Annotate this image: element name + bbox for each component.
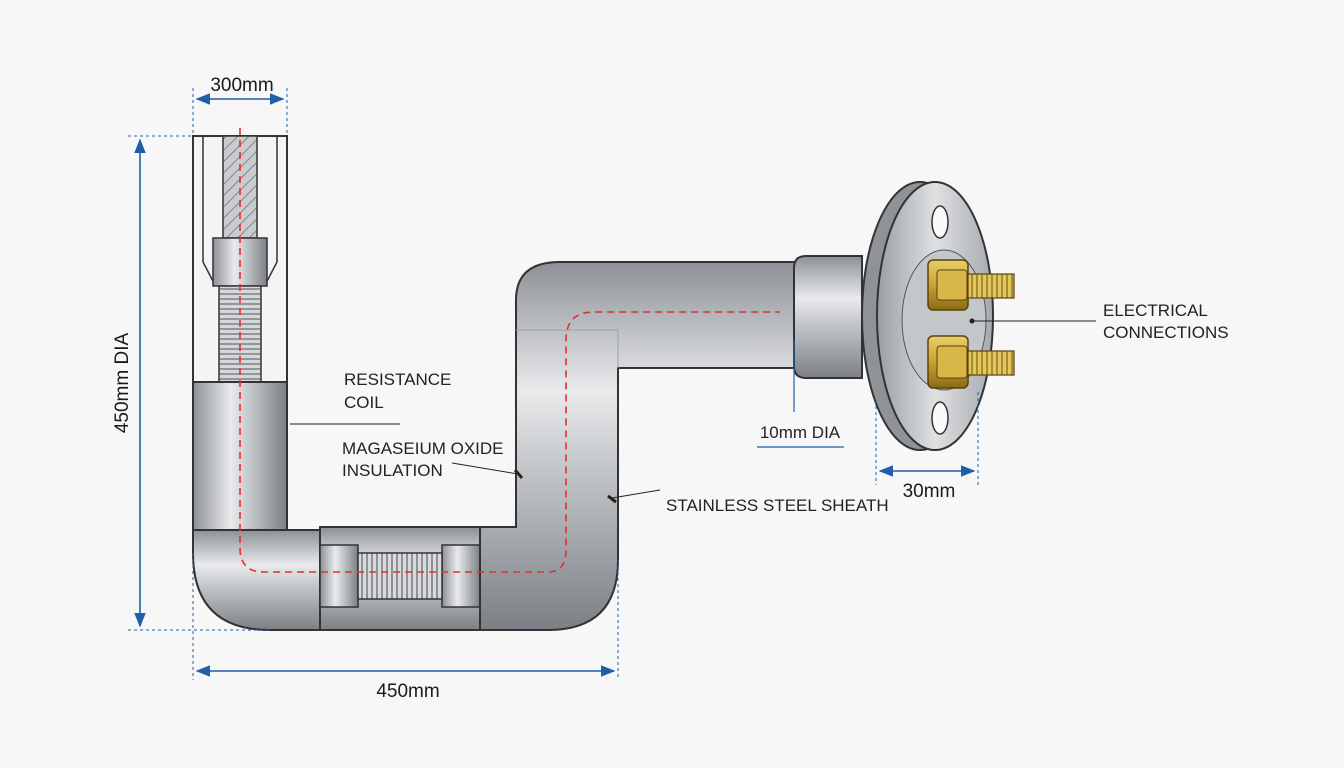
dimension-flange-width: 30mm (875, 392, 979, 502)
centerline (239, 128, 780, 573)
terminal-upper (927, 259, 1015, 311)
dimension-bottom-width: 450mm (192, 553, 619, 702)
mounting-flange (861, 181, 994, 451)
dimension-height: 450mm DIA (112, 135, 270, 631)
insulation-label-2: INSULATION (342, 461, 443, 480)
height-label: 450mm DIA (112, 333, 133, 434)
terminal-housing (793, 255, 863, 379)
dimension-top-width: 300mm (192, 75, 288, 136)
electrical-callout: ELECTRICAL CONNECTIONS (969, 301, 1229, 342)
bottom-width-label: 450mm (376, 681, 439, 702)
insulation-label-1: MAGASEIUM OXIDE (342, 439, 504, 458)
resistance-coil-label-2: COIL (344, 393, 384, 412)
sheath-label: STAINLESS STEEL SHEATH (666, 496, 889, 515)
flange-width-label: 30mm (903, 481, 956, 502)
terminal-dia-callout: 10mm DIA (757, 340, 844, 448)
bottom-bend-section (192, 261, 807, 631)
top-width-label: 300mm (210, 75, 273, 96)
electrical-label-1: ELECTRICAL (1103, 301, 1208, 320)
insulation-callout: MAGASEIUM OXIDE INSULATION (342, 439, 524, 480)
resistance-coil-callout: RESISTANCE COIL (290, 370, 451, 425)
resistance-coil-label-1: RESISTANCE (344, 370, 451, 389)
electrical-label-2: CONNECTIONS (1103, 323, 1229, 342)
sheath-callout: STAINLESS STEEL SHEATH (607, 489, 889, 515)
terminal-lower (927, 335, 1015, 389)
terminal-dia-label: 10mm DIA (760, 423, 841, 442)
